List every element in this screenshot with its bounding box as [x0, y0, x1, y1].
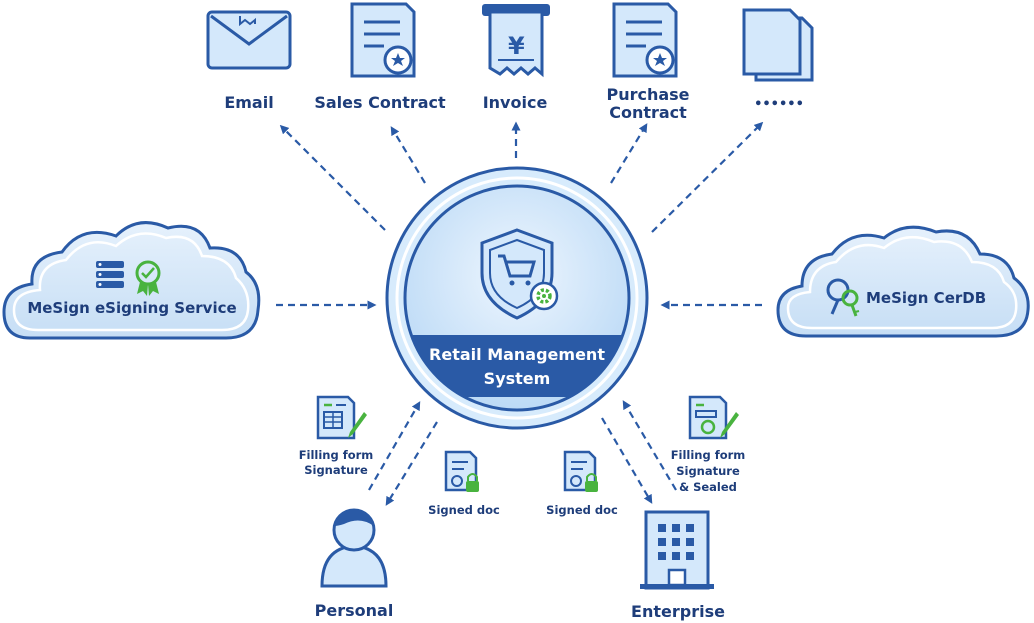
gear-icon [529, 281, 559, 311]
output-label-purchase-line2: Contract [609, 103, 687, 122]
output-label-purchase-line1: Purchase [606, 85, 689, 104]
search-key-icon [826, 278, 860, 317]
form-signature-icon [316, 395, 367, 440]
output-label-sales-contract: Sales Contract [314, 93, 446, 112]
esigning-service-label: MeSign eSigning Service [27, 299, 236, 317]
personal-label: Personal [315, 601, 394, 620]
arrow-enterprise-down [601, 417, 653, 504]
building-icon [640, 510, 714, 590]
envelope-icon [206, 10, 292, 70]
enterprise-signed-doc-label: Signed doc [546, 503, 618, 517]
form-seal-icon [688, 395, 739, 440]
certified-document-icon [350, 2, 416, 78]
arrow-personal-down [385, 421, 438, 506]
signed-doc-icon-2 [563, 450, 598, 492]
enterprise-form-label-line3: & Sealed [679, 480, 737, 494]
personal-signed-doc-label: Signed doc [428, 503, 500, 517]
personal-form-label-line2: Signature [304, 463, 368, 477]
arrow-personal-up [368, 401, 421, 491]
output-label-more: •••••• [754, 97, 804, 112]
svg-text:¥: ¥ [508, 32, 525, 60]
output-label-invoice: Invoice [483, 93, 548, 112]
personal-form-label-line1: Filling form [299, 448, 374, 462]
signed-doc-icon [444, 450, 479, 492]
documents-stack-icon [742, 8, 814, 82]
center-title-line1: Retail Management [429, 345, 605, 364]
arrow-enterprise-up [622, 400, 677, 491]
certified-document-icon-2 [612, 2, 678, 78]
arrow-to-more [651, 121, 764, 233]
enterprise-label: Enterprise [631, 602, 725, 621]
cerdb-cloud [776, 225, 1030, 338]
signed-badge-icon [135, 260, 161, 296]
server-icon [96, 261, 124, 288]
cerdb-label: MeSign CerDB [866, 289, 986, 307]
enterprise-form-label-line1: Filling form [671, 448, 746, 462]
esigning-service-cloud [2, 221, 261, 340]
arrow-to-email [279, 124, 386, 231]
output-label-email: Email [224, 93, 273, 112]
user-icon [320, 508, 388, 588]
arrow-to-purchase-contract [610, 123, 648, 184]
enterprise-form-label-line2: Signature [676, 464, 740, 478]
center-title-line2: System [484, 369, 551, 388]
flow-arrows [276, 121, 764, 506]
arrow-to-sales-contract [390, 126, 426, 184]
receipt-icon: ¥ [482, 4, 550, 78]
